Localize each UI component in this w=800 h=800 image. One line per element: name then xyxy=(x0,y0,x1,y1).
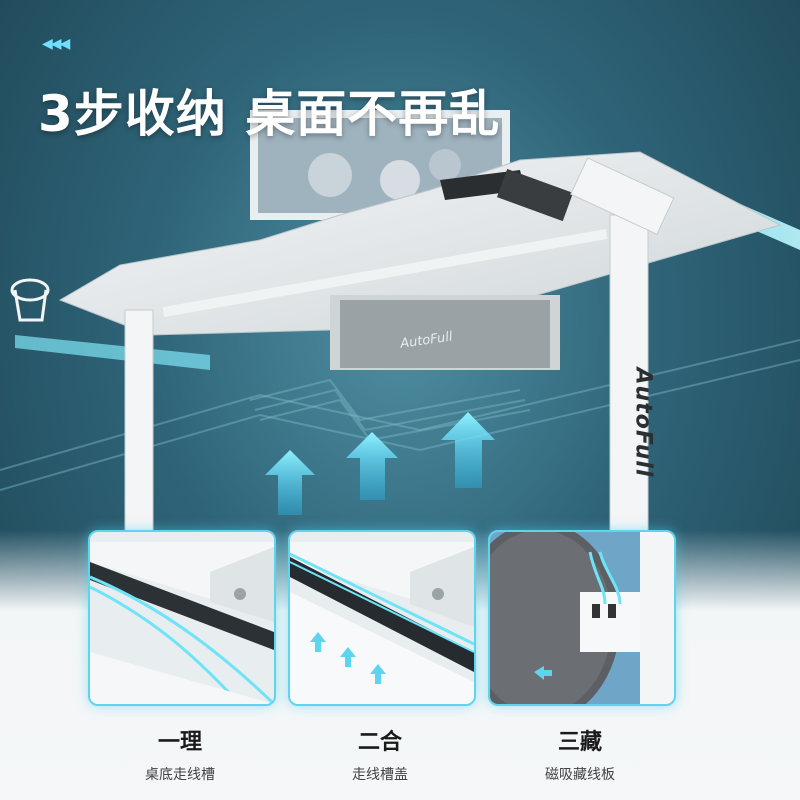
cup-holder xyxy=(10,278,50,322)
step-card-3 xyxy=(488,530,676,706)
up-arrow-3 xyxy=(441,412,495,488)
cable-tray: AutoFull xyxy=(330,295,560,370)
step-3-subtitle: 磁吸藏线板 xyxy=(545,767,615,783)
headline: 3步收纳 桌面不再乱 xyxy=(38,85,501,143)
monitor xyxy=(250,110,510,220)
magnetic-board-closeup xyxy=(490,532,674,704)
triple-left-chevron-icon: ◀◀◀ xyxy=(42,36,70,52)
step-card-1 xyxy=(88,530,276,706)
step-1-subtitle: 桌底走线槽 xyxy=(145,767,215,783)
control-box xyxy=(496,168,574,222)
desk-legs xyxy=(124,157,675,536)
leg-brand-label: AutoFull xyxy=(630,367,656,478)
crossbar xyxy=(162,229,608,317)
step-caption-2: 二合 走线槽盖 xyxy=(280,724,480,784)
step-2-subtitle: 走线槽盖 xyxy=(352,767,408,783)
cable-trough-closeup xyxy=(90,532,274,704)
up-arrows xyxy=(265,412,495,515)
step-caption-1: 一理 桌底走线槽 xyxy=(80,724,280,784)
up-arrow-2 xyxy=(346,432,398,500)
tray-brand-mark: AutoFull xyxy=(398,329,454,351)
step-2-title: 二合 xyxy=(357,730,402,755)
step-card-2 xyxy=(288,530,476,706)
trough-cover-closeup xyxy=(290,532,474,704)
step-1-title: 一理 xyxy=(157,730,202,755)
step-3-title: 三藏 xyxy=(557,730,602,755)
step-caption-3: 三藏 磁吸藏线板 xyxy=(480,724,680,784)
brand-vertical: AutoFull xyxy=(628,330,658,520)
up-arrow-1 xyxy=(265,450,315,515)
desk-glow-left xyxy=(15,335,210,370)
